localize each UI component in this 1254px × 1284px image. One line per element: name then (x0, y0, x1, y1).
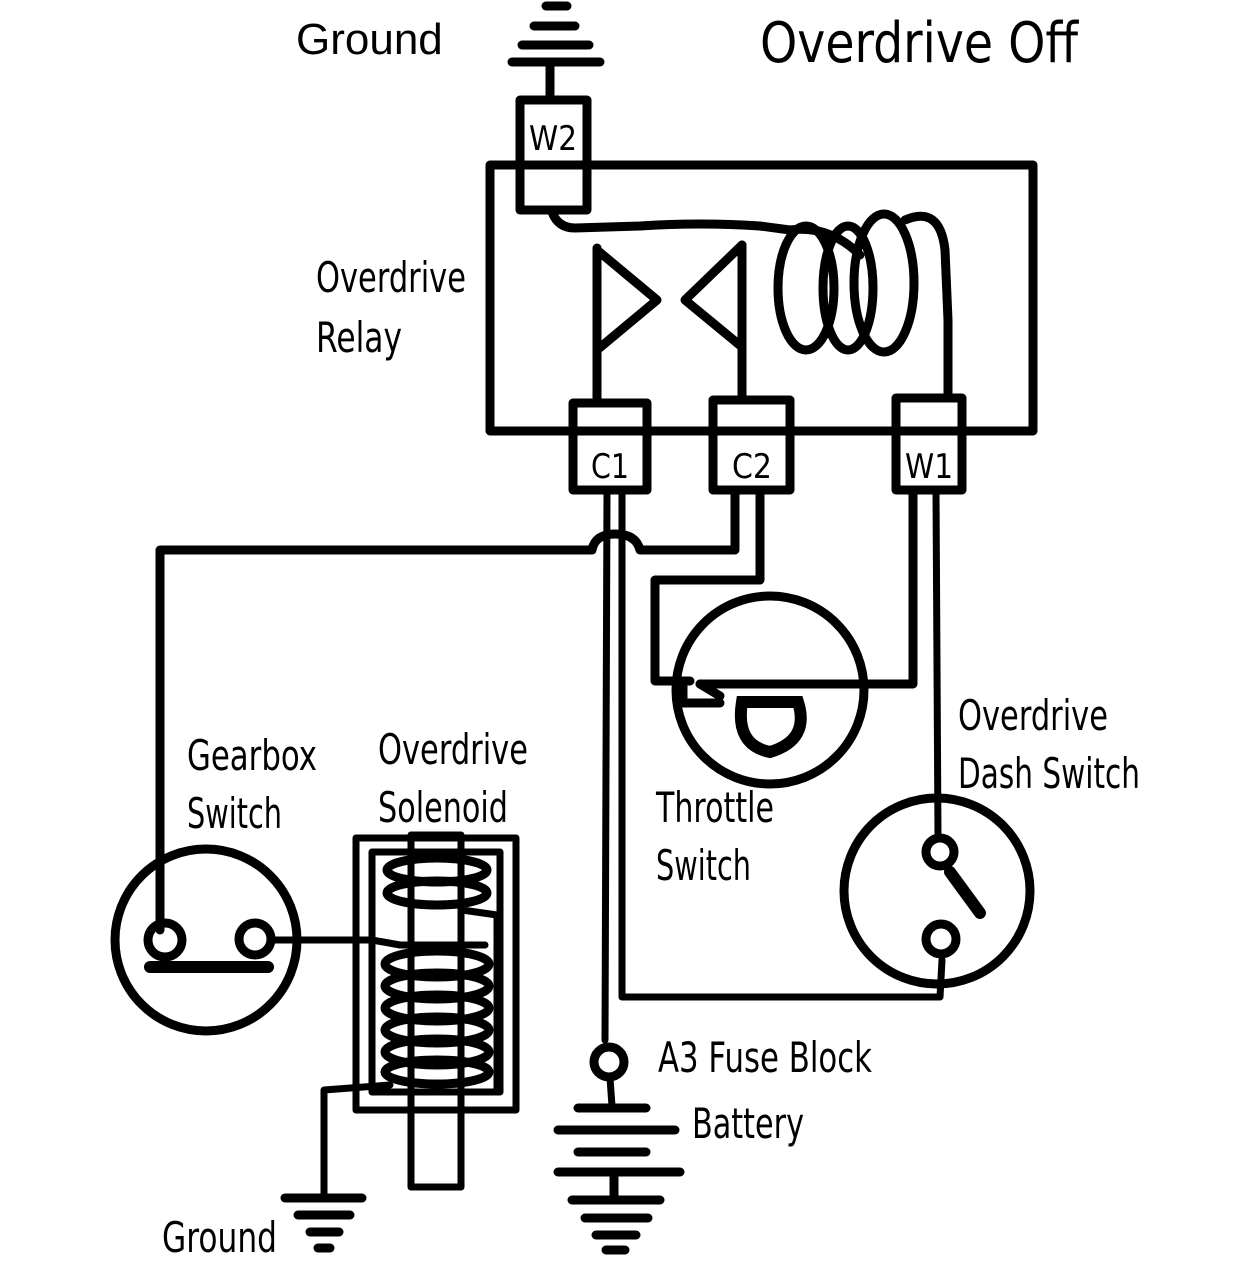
c1-fuse-wire (601, 488, 611, 1044)
solenoid-upper-coil-icon (382, 853, 492, 910)
terminal-c1-label: C1 (591, 447, 629, 487)
terminal-w1: W1 (891, 393, 967, 495)
c1-dash-switch-wire (618, 488, 946, 1001)
gearbox-terminal-right (234, 918, 276, 960)
battery-label: Battery (692, 1099, 804, 1148)
dash-switch-label-line2: Dash Switch (958, 749, 1140, 798)
dash-switch-terminal-top (921, 833, 959, 871)
w1-dash-switch-wire (932, 488, 942, 842)
gearbox-switch-label-line1: Gearbox (187, 731, 317, 780)
ground-top-label: Ground (296, 15, 443, 64)
ground-bottom-label: Ground (162, 1213, 277, 1262)
w2-coil-wire (547, 207, 795, 235)
dash-switch-label-line1: Overdrive (958, 691, 1108, 740)
gearbox-terminal-left (143, 918, 187, 962)
throttle-switch-label-line1: Throttle (655, 783, 774, 832)
solenoid-label-line2: Solenoid (378, 783, 508, 832)
terminal-c1: C1 (568, 398, 652, 495)
relay-label-line1: Overdrive (316, 253, 466, 302)
terminal-w2-label: W2 (529, 119, 577, 159)
battery-icon (553, 1103, 685, 1255)
w1-throttle-wire (695, 487, 918, 689)
throttle-switch-label-line2: Switch (656, 841, 751, 890)
ground-bottom-icon (280, 1193, 367, 1253)
solenoid-lower-coil-icon (380, 946, 494, 1089)
dash-switch-terminal-bottom (921, 919, 961, 959)
throttle-switch (671, 591, 869, 789)
throttle-contact-icon (678, 676, 725, 708)
c2-throttle-wire (650, 487, 765, 686)
relay-contacts-icon (592, 240, 747, 408)
gearbox-switch-label-line2: Switch (187, 789, 282, 838)
c2-gearbox-wire (155, 487, 740, 935)
terminal-w1-label: W1 (905, 447, 953, 487)
terminal-c2-label: C2 (732, 447, 772, 487)
solenoid-ground-wire (320, 1081, 394, 1200)
relay-label-line2: Relay (316, 313, 402, 362)
solenoid-label-line1: Overdrive (378, 725, 528, 774)
solenoid-plunger (407, 831, 465, 1191)
terminal-c2: C2 (708, 395, 795, 495)
ground-top-icon (507, 1, 605, 103)
relay-coil-icon (773, 209, 953, 403)
dash-switch (839, 793, 1035, 989)
throttle-cam-icon (734, 696, 807, 759)
fuse-block-terminal-icon (589, 1042, 629, 1082)
diagram-title: Overdrive Off (760, 11, 1079, 76)
fuse-block-label: A3 Fuse Block (658, 1033, 872, 1082)
terminal-w2: W2 (515, 95, 592, 215)
dash-switch-lever-icon (944, 866, 986, 919)
overdrive-solenoid (352, 831, 520, 1191)
relay-housing (485, 160, 1038, 436)
